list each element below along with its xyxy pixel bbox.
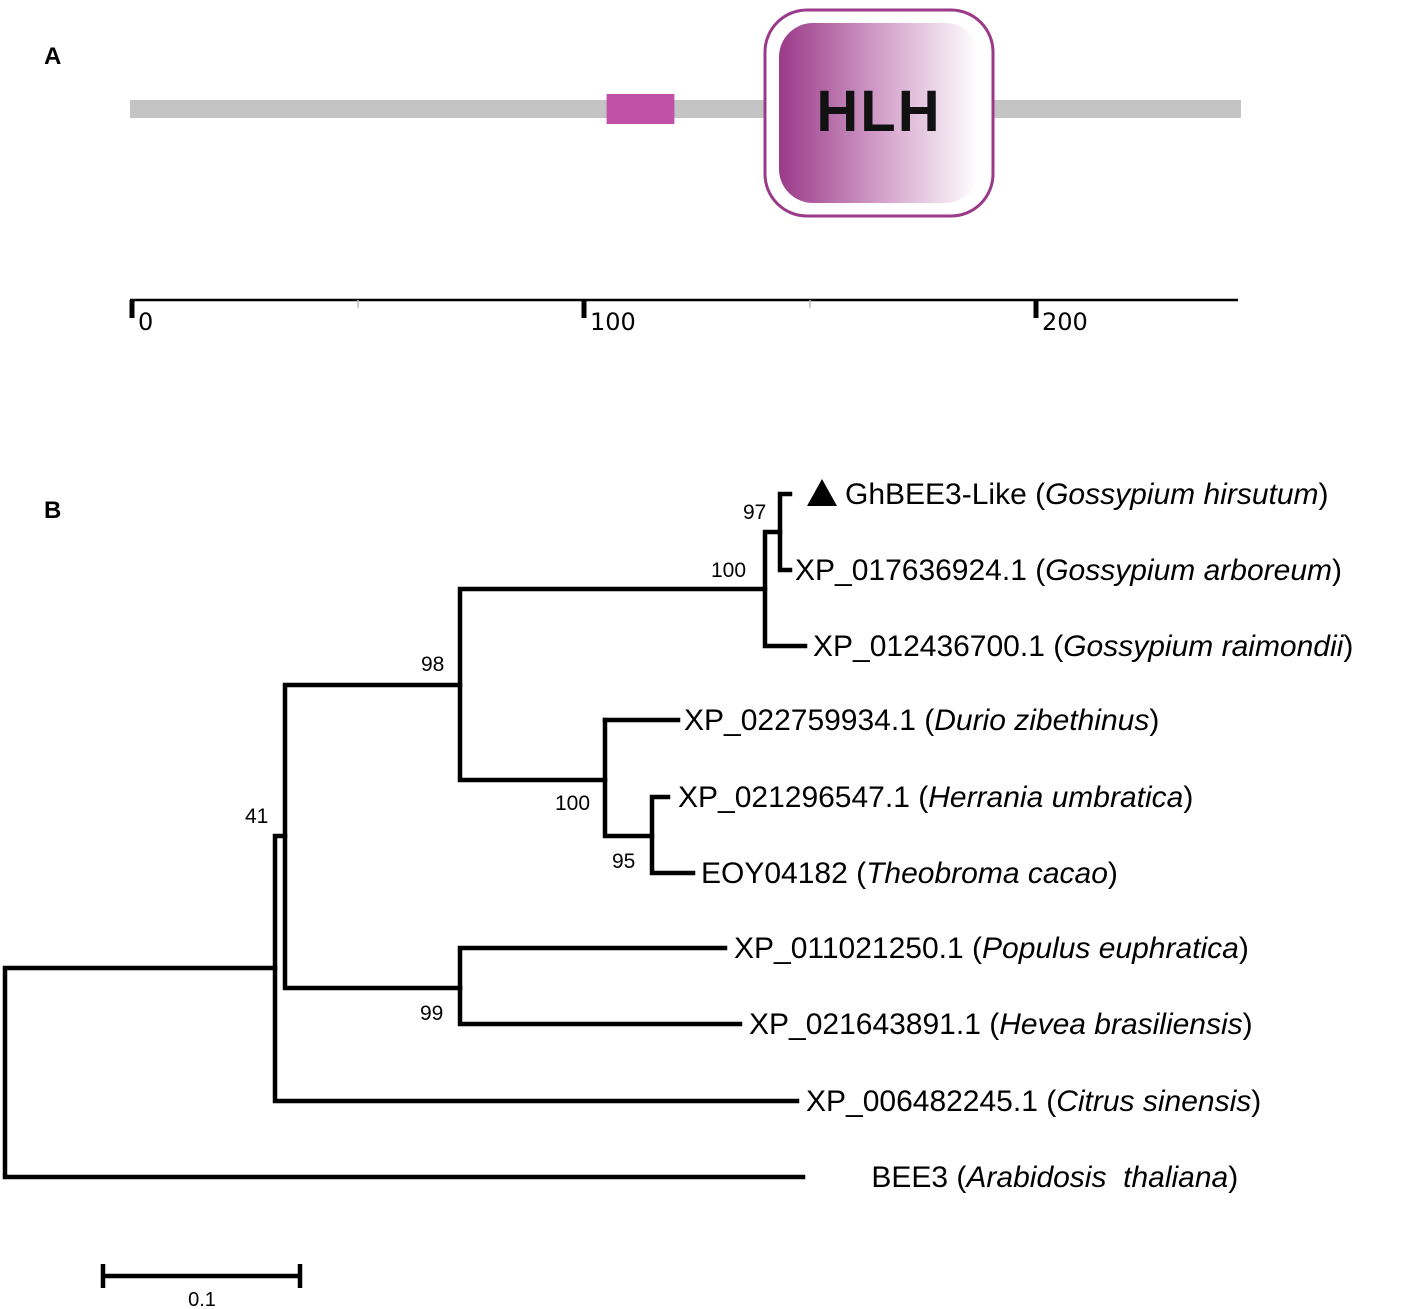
bootstrap-41: 41 — [245, 805, 268, 828]
position-axis: 0 100 200 — [129, 298, 1238, 336]
branch-mid-clade — [602, 717, 655, 839]
branch-core-upper — [282, 682, 463, 991]
bootstrap-100-gossypium: 100 — [711, 559, 746, 582]
leaf-label-theobroma-cacao: EOY04182 (Theobroma cacao) — [701, 857, 1118, 890]
branch-upper-clade — [457, 586, 768, 783]
branch-outgroup — [2, 965, 806, 1180]
branch-herrania-theobroma — [649, 794, 696, 876]
phylogenetic-tree: 97 100 98 100 95 41 99 GhBEE3-Like (Goss… — [2, 478, 1353, 1194]
bootstrap-95: 95 — [612, 850, 635, 873]
hlh-domain-label: HLH — [816, 79, 941, 144]
axis-tick-label-100: 100 — [590, 308, 636, 336]
leaf-label-durio-zibethinus: XP_022759934.1 (Durio zibethinus) — [684, 704, 1159, 737]
scale-bar-label: 0.1 — [188, 1289, 216, 1309]
branch-hevea — [457, 985, 743, 1027]
leaf-label-gossypium-raimondii: XP_012436700.1 (Gossypium raimondii) — [813, 630, 1353, 663]
panel-a-label: A — [44, 43, 61, 70]
bootstrap-98: 98 — [421, 653, 444, 676]
bootstrap-99: 99 — [420, 1002, 443, 1025]
leaf-label-populus-euphratica: XP_011021250.1 (Populus euphratica) — [734, 932, 1249, 965]
axis-tick-label-0: 0 — [138, 308, 153, 336]
leaf-label-herrania-umbratica: XP_021296547.1 (Herrania umbratica) — [678, 781, 1193, 814]
leaf-label-arabidopsis-thaliana: BEE3 (Arabidosis thaliana) — [813, 1161, 1280, 1194]
protein-backbone — [130, 100, 1241, 118]
panel-b-label: B — [44, 497, 61, 524]
branch-populus — [457, 945, 728, 991]
leaf-label-gossypium-arboreum: XP_017636924.1 (Gossypium arboreum) — [795, 554, 1342, 587]
leaf-label-citrus-sinensis: XP_006482245.1 (Citrus sinensis) — [806, 1085, 1261, 1118]
bootstrap-97: 97 — [743, 501, 766, 524]
bootstrap-100-mid: 100 — [555, 792, 590, 815]
query-triangle-icon — [807, 479, 837, 506]
scale-bar: 0.1 — [100, 1264, 303, 1309]
branch-gossypium — [762, 529, 808, 649]
leaf-label-gossypium-hirsutum: GhBEE3-Like (Gossypium hirsutum) — [845, 478, 1329, 511]
axis-tick-label-200: 200 — [1042, 308, 1088, 336]
leaf-label-hevea-brasiliensis: XP_021643891.1 (Hevea brasiliensis) — [749, 1008, 1253, 1041]
protein-motif — [606, 94, 675, 124]
hlh-domain: HLH — [763, 8, 995, 218]
